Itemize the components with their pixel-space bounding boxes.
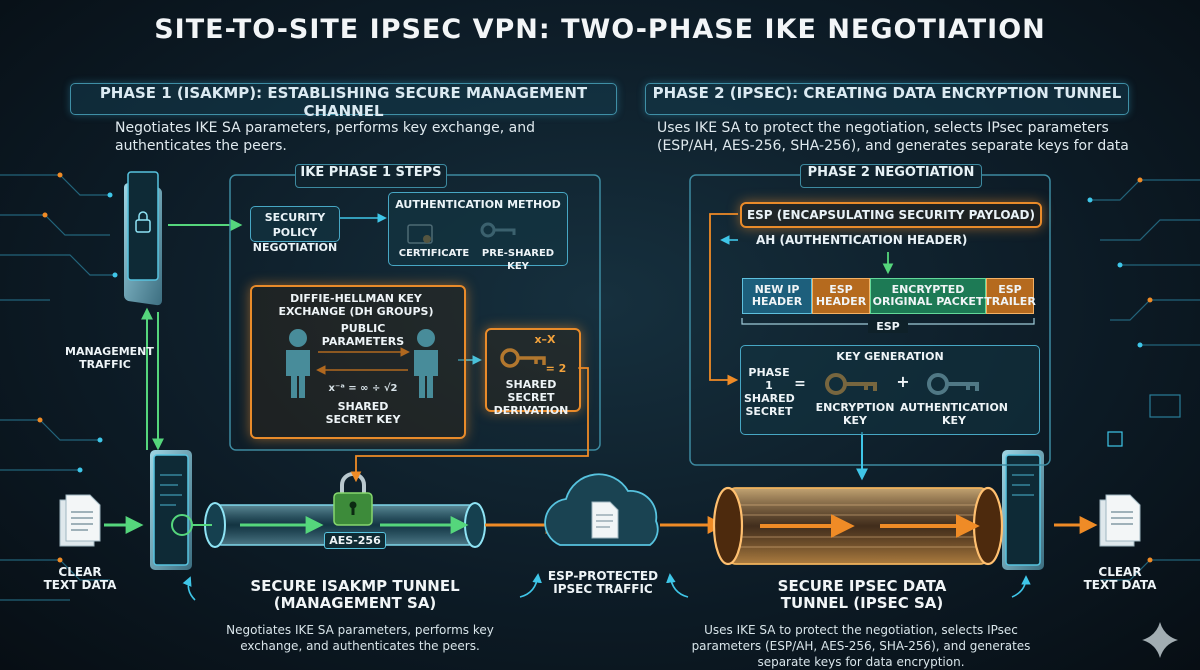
left-clear-text-label: CLEAR TEXT DATA (43, 565, 117, 592)
packet-encrypted-original: ENCRYPTED ORIGINAL PACKET (870, 278, 986, 314)
auth-option-certificate: CERTIFICATE (398, 248, 470, 259)
esp-packet: NEW IP HEADER ESP HEADER ENCRYPTED ORIGI… (742, 278, 1036, 314)
encryption-key-label: ENCRYPTION KEY (815, 401, 895, 427)
security-policy-negotiation-box: SECURITY POLICY NEGOTIATION (250, 206, 340, 254)
aes-256-label: AES-256 (324, 532, 386, 549)
ah-option: AH (AUTHENTICATION HEADER) (756, 233, 968, 247)
auth-option-pre-shared-key: PRE-SHARED KEY (481, 248, 555, 272)
dh-public-parameters: PUBLIC PARAMETERS (321, 322, 405, 348)
isakmp-tunnel-title: SECURE ISAKMP TUNNEL (MANAGEMENT SA) (250, 577, 460, 612)
dh-title: DIFFIE-HELLMAN KEY EXCHANGE (DH GROUPS) (278, 292, 434, 318)
cloud-traffic-label: ESP-PROTECTED IPSEC TRAFFIC (547, 569, 659, 596)
right-clear-text-label: CLEAR TEXT DATA (1083, 565, 1157, 592)
packet-new-ip-header: NEW IP HEADER (742, 278, 812, 314)
key-gen-equals: = (794, 376, 806, 392)
phase2-negotiation-label: PHASE 2 NEGOTIATION (800, 164, 982, 188)
shared-secret-derivation-box (485, 328, 581, 412)
esp-bracket-label: ESP (868, 320, 908, 333)
authentication-key-label: AUTHENTICATION KEY (900, 401, 1009, 427)
diagram-title: SITE-TO-SITE IPSEC VPN: TWO-PHASE IKE NE… (154, 14, 1046, 45)
esp-option: ESP (ENCAPSULATING SECURITY PAYLOAD) (740, 202, 1042, 228)
diffie-hellman-box (250, 285, 466, 439)
phase1-shared-secret-label: PHASE 1 SHARED SECRET (744, 366, 795, 418)
authentication-method-box: AUTHENTICATION METHOD (388, 192, 568, 266)
key-generation-title: KEY GENERATION (836, 350, 944, 363)
dh-math: x⁻ᵃ = ∞ ÷ √2 (328, 383, 398, 394)
derivation-formula: x–X (534, 333, 556, 346)
derivation-label: SHARED SECRET DERIVATION (493, 378, 569, 417)
key-generation-box (740, 345, 1040, 435)
phase2-description: Uses IKE SA to protect the negotiation, … (657, 120, 1129, 154)
ipsec-tunnel-title: SECURE IPSEC DATA TUNNEL (IPSEC SA) (777, 577, 947, 612)
derivation-formula-2: = 2 (545, 362, 567, 375)
phase2-header: PHASE 2 (IPSEC): CREATING DATA ENCRYPTIO… (645, 83, 1129, 115)
key-gen-plus: + (896, 372, 910, 391)
dh-shared-secret-key: SHARED SECRET KEY (325, 400, 401, 426)
packet-esp-trailer: ESP TRAILER (984, 278, 1036, 314)
phase1-description: Negotiates IKE SA parameters, performs k… (115, 120, 535, 154)
management-traffic-label: MANAGEMENT TRAFFIC (65, 345, 154, 371)
ipsec-tunnel-caption: Uses IKE SA to protect the negotiation, … (691, 623, 1031, 669)
packet-esp-header: ESP HEADER (812, 278, 870, 314)
ike-phase1-steps-label: IKE PHASE 1 STEPS (295, 164, 447, 188)
isakmp-tunnel-caption: Negotiates IKE SA parameters, performs k… (226, 623, 494, 653)
phase1-header: PHASE 1 (ISAKMP): ESTABLISHING SECURE MA… (70, 83, 617, 120)
auth-method-title: AUTHENTICATION METHOD (395, 198, 561, 211)
